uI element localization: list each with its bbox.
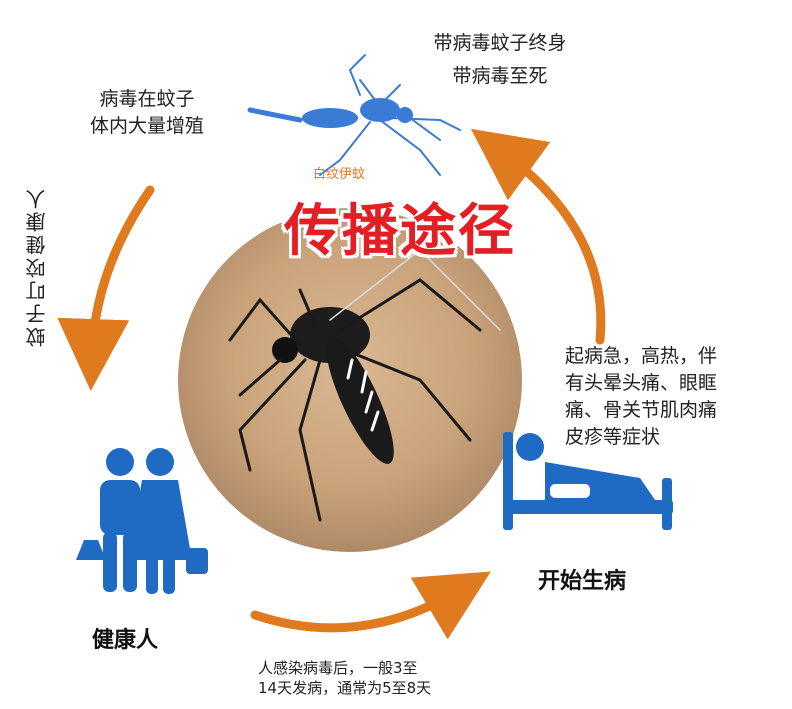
top-right-line2: 带病毒至死: [452, 65, 548, 87]
healthy-people-icon: [76, 448, 208, 594]
mosquito-photo-icon: [228, 249, 501, 522]
symptom-line-3: 痛、骨关节肌肉痛: [565, 399, 718, 421]
cycle-arrows: [57, 128, 606, 640]
bottom-line1: 人感染病毒后，一般3至: [258, 659, 418, 677]
symptom-line-4: 皮疹等症状: [565, 426, 661, 448]
symptom-line-2: 有头晕头痛、眼眶: [565, 372, 718, 394]
diagram-title: 传播途径: [284, 199, 516, 264]
arrow-bottom: [250, 571, 491, 640]
arrow-right: [470, 128, 606, 345]
left-vertical-text: 蚊子叮咬健康人: [25, 186, 49, 347]
healthy-person-label: 健康人: [92, 628, 159, 653]
top-left-line2: 体内大量增殖: [89, 115, 204, 137]
mosquito-species-label: 白纹伊蚊: [313, 167, 366, 182]
bottom-text: 人感染病毒后，一般3至 14天发病，通常为5至8天: [258, 658, 431, 698]
sick-bed-icon: [503, 432, 673, 530]
aedes-mosquito-icon: [247, 54, 461, 176]
top-left-line1: 病毒在蚊子: [99, 88, 195, 110]
center-photo: [178, 208, 522, 552]
symptom-line-1: 起病急，高热，伴: [565, 345, 718, 367]
arrow-top-left: [57, 185, 155, 391]
top-right-text: 带病毒蚊子终身 带病毒至死: [395, 30, 605, 90]
sick-label: 开始生病: [538, 569, 627, 594]
top-right-line1: 带病毒蚊子终身: [433, 32, 567, 54]
top-left-text: 病毒在蚊子 体内大量增殖: [72, 86, 222, 140]
symptoms-text: 起病急，高热，伴 有头晕头痛、眼眶 痛、骨关节肌肉痛 皮疹等症状: [565, 343, 785, 451]
bottom-line2: 14天发病，通常为5至8天: [258, 679, 432, 697]
